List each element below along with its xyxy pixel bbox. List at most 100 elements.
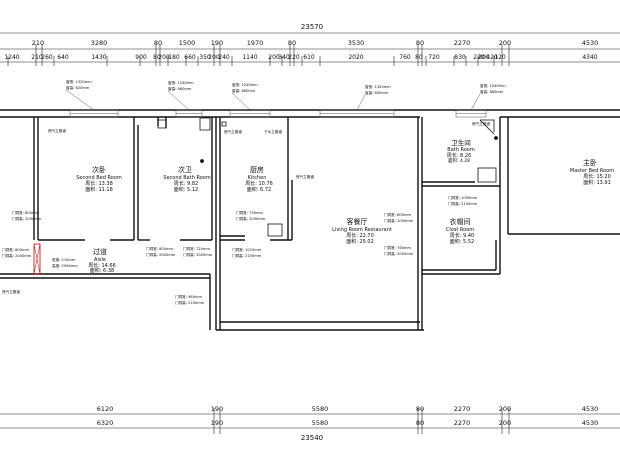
dim-label: 2270 (454, 419, 471, 427)
dim-label: 760 (399, 54, 411, 61)
dim-label: 80 (416, 419, 424, 427)
dim-label: 240 (218, 54, 230, 61)
window-width: 窗宽: 1240mm (168, 80, 194, 85)
dim-label: 200 (158, 54, 170, 61)
top-dimension-labels: 23570 210 3280 80 1500 190 1970 80 3530 … (32, 23, 598, 47)
room-area: 面积: 4.28 (448, 157, 470, 164)
dim-label: 120 (494, 54, 506, 61)
window-width: 窗宽: 1320mm (365, 84, 391, 89)
dim-label: 2020 (348, 54, 363, 61)
wall-opening-marker: 宽度: 210mm 高度: 2090mm (33, 243, 78, 275)
room-master-bed: 主卧 Master Bed Room 周长: 15.20 面积: 13.91 (570, 158, 614, 186)
room-labels: 次卧 Second Bed Room 周长: 13.38 面积: 11.18 次… (76, 138, 614, 274)
room-name-en: Second Bed Room (76, 175, 122, 181)
door-height: 门洞高: 2150mm (448, 201, 478, 206)
door-height: 门洞高: 2000mm (236, 216, 266, 221)
shower-icon (267, 223, 283, 237)
room-name-en: Kitchen (248, 175, 267, 181)
opening-height: 高度: 2090mm (52, 263, 78, 268)
room-perimeter: 周长: 22.70 (346, 232, 374, 239)
dim-label: 210 (32, 39, 44, 47)
dim-label: 220 (288, 54, 300, 61)
door-height: 门洞高: 2000mm (384, 218, 414, 223)
room-name-en: Clost Room (446, 227, 474, 233)
room-perimeter: 周长: 9.82 (174, 180, 198, 187)
room-name-cn: 衣帽间 (450, 217, 471, 226)
drain-icon (494, 136, 498, 140)
vent-label: 燃气立管道 (296, 174, 314, 179)
dim-label: 3530 (348, 39, 365, 47)
room-perimeter: 周长: 15.20 (583, 173, 611, 180)
room-name-cn: 次卧 (92, 165, 106, 174)
dim-label: 200 (478, 54, 490, 61)
door-width: 门洞宽: 720mm (183, 246, 210, 251)
room-name-en: Living Room Restaurant (332, 227, 392, 233)
dim-label: 190 (211, 419, 223, 427)
vent-label: 燃气立管道 (224, 129, 242, 134)
room-name-cn: 厨房 (250, 165, 264, 174)
bath-fixture-icon (477, 167, 497, 183)
room-bath: 卫生间 Bath Room 周长: 8.26 面积: 4.28 (447, 138, 475, 164)
dim-label: 2270 (454, 39, 471, 47)
windows (69, 109, 487, 118)
room-aisle: 过道 Aisle 周长: 14.66 面积: 6.38 (88, 247, 116, 274)
dim-label: 80 (154, 39, 162, 47)
door-width: 门洞宽: 800mm (12, 210, 39, 215)
window-height: 窗高: 820mm (66, 85, 90, 90)
dim-label: 1240 (4, 54, 19, 61)
dim-label: 200 (499, 39, 511, 47)
bottom-total-dim: 23540 (301, 434, 323, 442)
dim-label: 80 (416, 405, 424, 413)
top-detail-dimension-labels: 1240 210 260 640 1430 900 80 200 180 660… (4, 54, 597, 61)
bottom-dimensions (0, 408, 620, 434)
room-name-cn: 过道 (93, 247, 107, 256)
dim-label: 200 (268, 54, 280, 61)
door-height: 门洞高: 2000mm (2, 253, 32, 258)
door-height: 门洞高: 2000mm (384, 251, 414, 256)
room-kitchen: 厨房 Kitchen 周长: 10.76 面积: 6.72 (245, 165, 273, 193)
dim-label: 720 (428, 54, 440, 61)
room-name-en: Bath Room (447, 147, 475, 153)
dim-label: 80 (153, 54, 161, 61)
window-width: 窗宽: 1240mm (480, 83, 506, 88)
dim-label: 80 (416, 39, 424, 47)
dim-label: 190 (211, 405, 223, 413)
dim-label: 200 (499, 405, 511, 413)
dim-label: 80 (415, 54, 423, 61)
room-cloak: 衣帽间 Clost Room 周长: 9.40 面积: 5.52 (446, 217, 474, 245)
dim-label: 210 (31, 54, 43, 61)
dim-label: 180 (168, 54, 180, 61)
room-name-cn: 次卫 (178, 165, 192, 174)
dim-label: 1500 (179, 39, 196, 47)
room-second-bath: 次卫 Second Bath Room 周长: 9.82 面积: 5.12 (163, 165, 211, 193)
room-perimeter: 周长: 9.40 (450, 232, 474, 239)
room-name-en: Second Bath Room (163, 175, 211, 181)
window-height: 窗高: 860mm (480, 89, 504, 94)
room-perimeter: 周长: 14.66 (88, 262, 116, 269)
dim-label: 3280 (91, 39, 108, 47)
walls (0, 109, 620, 331)
dim-label: 4530 (582, 405, 599, 413)
opening-width: 宽度: 210mm (52, 257, 76, 262)
room-area: 面积: 11.18 (85, 186, 113, 193)
door-width: 门洞宽: 800mm (146, 246, 173, 251)
toilet-icon (157, 119, 167, 129)
door-width: 门洞宽: 1090mm (448, 195, 478, 200)
door-height: 门洞高: 2000mm (146, 252, 176, 257)
dim-label: 2270 (454, 405, 471, 413)
window-width: 窗宽: 1240mm (232, 82, 258, 87)
window-width: 窗宽: 1320mm (66, 79, 92, 84)
vent-label: 燃气立管道 (2, 289, 20, 294)
door-height: 门洞高: 2000mm (183, 252, 213, 257)
vent-label: 燃气立管道 (48, 128, 66, 133)
room-name-en: Master Bed Room (570, 168, 614, 174)
dim-label: 5580 (312, 419, 329, 427)
door-width: 门洞宽: 760mm (384, 245, 411, 250)
counter-icon (221, 121, 227, 127)
dim-label: 200 (208, 54, 220, 61)
dim-label: 610 (303, 54, 315, 61)
dim-label: 4530 (582, 39, 599, 47)
dim-label: 4530 (582, 419, 599, 427)
dim-label: 900 (135, 54, 147, 61)
room-name-en: Aisle (94, 257, 106, 263)
